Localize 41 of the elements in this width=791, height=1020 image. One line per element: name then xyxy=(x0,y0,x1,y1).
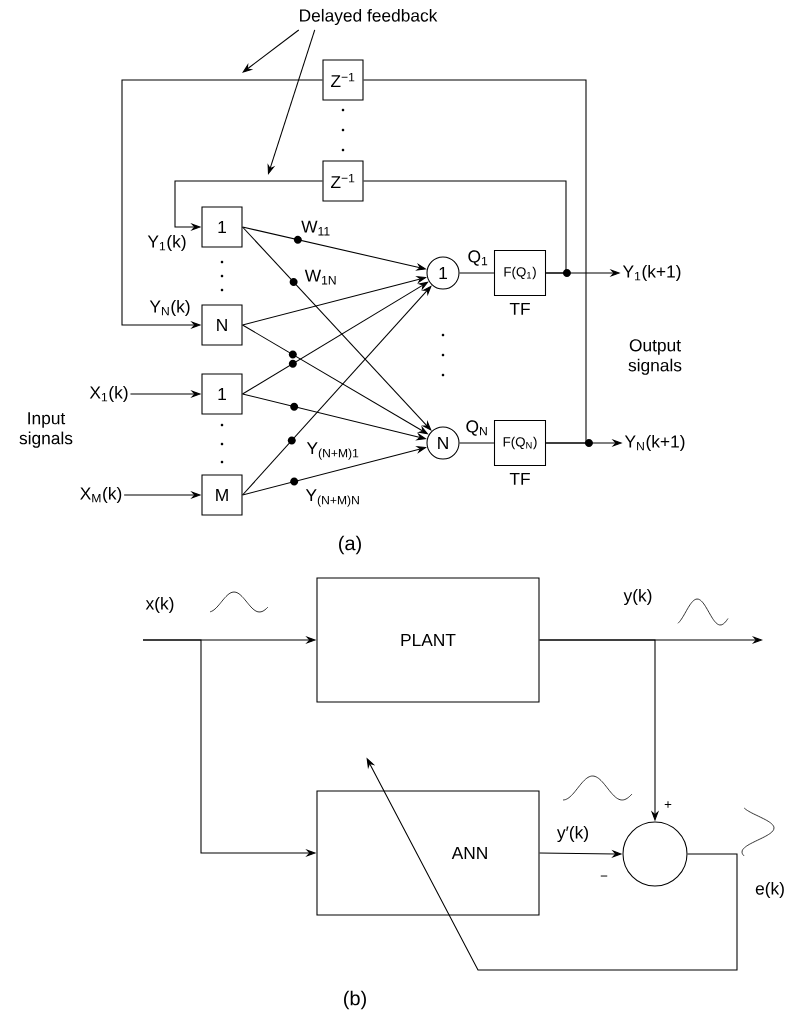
edge-label: Y$_{N}$(k) xyxy=(148,298,192,318)
edge-label: Y$_{(N+M)1}$ xyxy=(305,440,361,462)
edge-label: Y$_{(N+M)N}$ xyxy=(304,487,362,509)
edge-label: e(k) xyxy=(753,880,787,900)
edge-label: y′(k) xyxy=(555,824,591,844)
function-box: F(Q$_{N}$) xyxy=(493,419,547,467)
edge-label: Y$_{1}$(k) xyxy=(146,233,188,253)
callout-text: Delayed feedback xyxy=(300,8,438,26)
input-box: M xyxy=(201,474,243,516)
panel-label: (b) xyxy=(344,990,366,1010)
edge-label: W$_{11}$ xyxy=(299,219,333,237)
delay-box: Z$^{−1}$ xyxy=(322,160,364,202)
block-caption: TF xyxy=(509,302,530,315)
edge-label: x(k) xyxy=(144,595,176,615)
arrow xyxy=(242,281,429,395)
process-box: ANN xyxy=(316,790,540,916)
process-box: PLANT xyxy=(316,577,540,703)
input-box: 1 xyxy=(201,206,243,248)
edge-label: Q$_{N}$ xyxy=(464,419,490,438)
output-label: Y$_{1}$(k+1) xyxy=(622,264,681,282)
arrow xyxy=(242,29,300,73)
signal-label: Input signals xyxy=(19,412,73,448)
input-label: X$_{M}$(k) xyxy=(80,486,122,504)
signal-label: Output signals xyxy=(628,339,682,375)
sign-label: + xyxy=(664,801,672,808)
panel-label: (a) xyxy=(339,535,361,555)
block-caption: TF xyxy=(509,472,530,485)
edge-label: W$_{1N}$ xyxy=(303,268,339,286)
input-label: X$_{1}$(k) xyxy=(89,385,128,403)
edge-label: Q$_{1}$ xyxy=(466,249,490,268)
input-box: N xyxy=(201,304,243,346)
output-label: Y$_{N}$(k+1) xyxy=(624,434,685,452)
arrow xyxy=(242,226,432,431)
arrow xyxy=(267,29,316,175)
edge-label: y(k) xyxy=(622,587,654,607)
input-box: 1 xyxy=(201,373,243,415)
arrow xyxy=(242,285,432,496)
sign-label: − xyxy=(600,875,608,877)
summing-circle xyxy=(622,821,688,887)
function-box: F(Q$_{1}$) xyxy=(493,249,547,297)
delay-box: Z$^{−1}$ xyxy=(322,59,364,101)
